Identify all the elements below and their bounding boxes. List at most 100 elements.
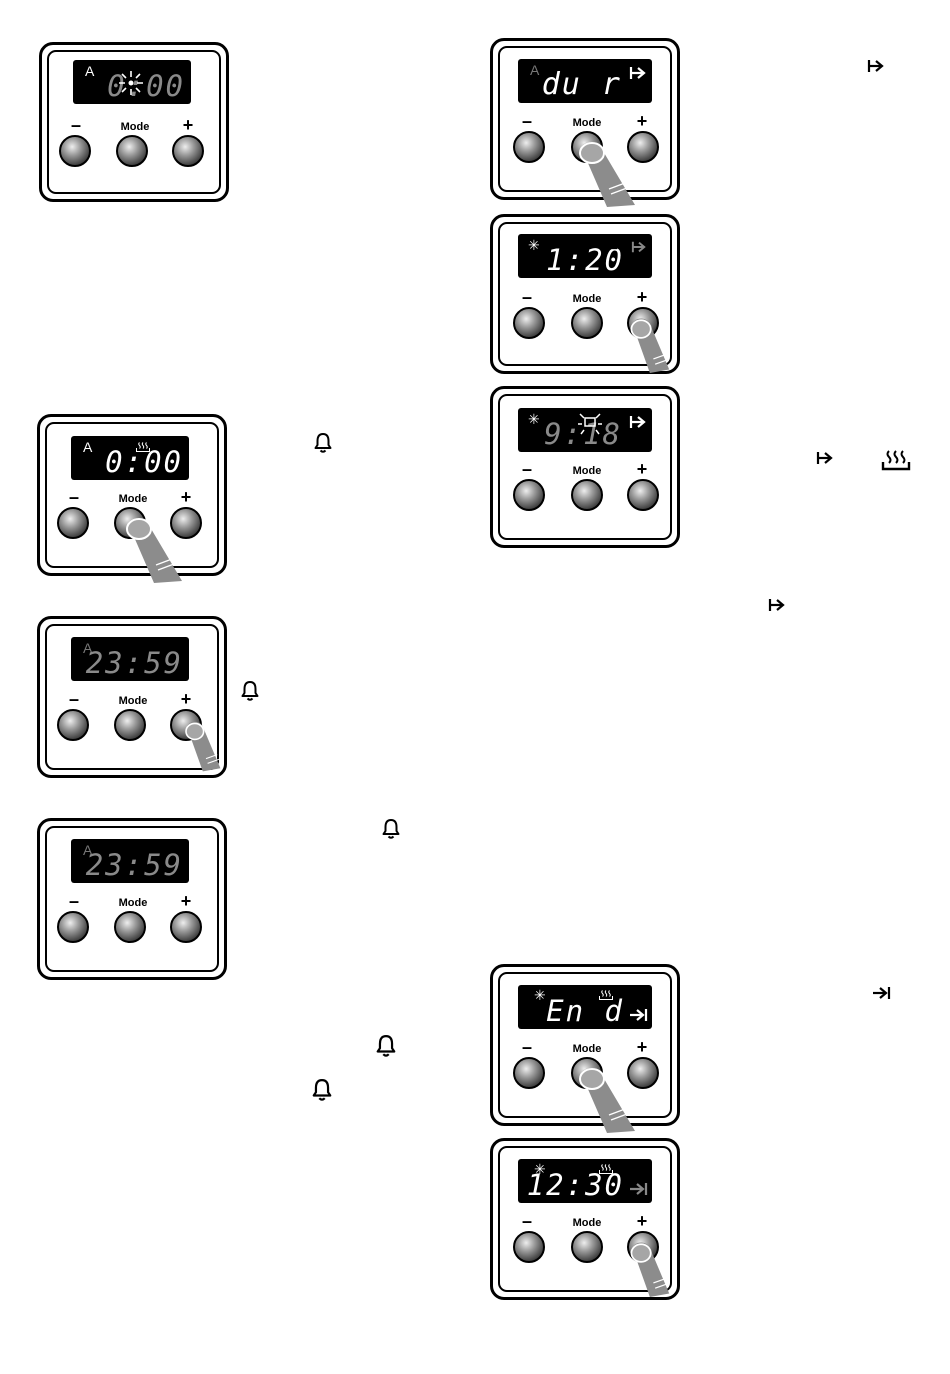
minus-button[interactable] [513, 1057, 545, 1089]
mode-button[interactable] [114, 709, 146, 741]
plus-label: + [629, 1037, 655, 1058]
plus-button[interactable] [627, 1231, 659, 1263]
heat-icon [135, 441, 151, 453]
mode-label: Mode [561, 1043, 613, 1055]
start-arrow-icon [630, 240, 648, 254]
minus-label: – [514, 287, 540, 308]
end-arrow-icon [628, 1007, 650, 1023]
heat-icon [598, 1163, 614, 1175]
timer-panel-7: A 23:59 – Mode + [37, 818, 227, 980]
bell-icon [311, 1077, 333, 1103]
mode-label: Mode [107, 493, 159, 505]
bell-icon [240, 680, 260, 702]
minus-button[interactable] [513, 307, 545, 339]
minus-label: – [514, 111, 540, 132]
bell-icon [381, 818, 401, 840]
timer-panel-4: A 0:00 – Mode + [37, 414, 227, 576]
bell-icon [313, 432, 333, 454]
lcd-text: En d [518, 997, 624, 1026]
minus-label: – [61, 891, 87, 912]
lcd-display: ✳ 12:30 [518, 1159, 652, 1203]
plus-button[interactable] [627, 479, 659, 511]
start-arrow-icon [767, 597, 787, 613]
end-arrow-icon [628, 1181, 650, 1197]
minus-button[interactable] [59, 135, 91, 167]
timer-panel-2: A du r – Mode + [490, 38, 680, 200]
mode-label: Mode [561, 293, 613, 305]
timer-panel-6: A 23:59 – Mode + [37, 616, 227, 778]
lcd-display: A 23:59 [71, 839, 189, 883]
minus-button[interactable] [513, 479, 545, 511]
lcd-display: A 23:59 [71, 637, 189, 681]
blink-star-icon [117, 69, 145, 97]
minus-label: – [61, 487, 87, 508]
mode-button[interactable] [571, 1231, 603, 1263]
minus-label: – [514, 1211, 540, 1232]
minus-label: – [63, 115, 89, 136]
end-arrow-icon [871, 985, 893, 1001]
minus-label: – [514, 459, 540, 480]
start-arrow-icon [628, 414, 648, 430]
mode-button[interactable] [571, 479, 603, 511]
heat-icon [592, 63, 608, 75]
lcd-time: 12:30 [518, 1171, 624, 1200]
minus-button[interactable] [513, 1231, 545, 1263]
timer-panel-9: ✳ 12:30 – Mode + [490, 1138, 680, 1300]
mode-label: Mode [107, 897, 159, 909]
plus-label: + [629, 1211, 655, 1232]
plus-button[interactable] [627, 131, 659, 163]
plus-button[interactable] [627, 307, 659, 339]
minus-button[interactable] [513, 131, 545, 163]
mode-button[interactable] [571, 131, 603, 163]
plus-button[interactable] [170, 709, 202, 741]
minus-label: – [514, 1037, 540, 1058]
minus-button[interactable] [57, 911, 89, 943]
mode-button[interactable] [571, 307, 603, 339]
mode-label: Mode [107, 695, 159, 707]
bell-icon [375, 1033, 397, 1059]
mode-label: Mode [561, 117, 613, 129]
plus-label: + [629, 111, 655, 132]
plus-button[interactable] [170, 507, 202, 539]
blink-heat-icon [576, 410, 604, 436]
start-arrow-icon [815, 450, 835, 466]
timer-panel-5: ✳ 9:18 – Mode + [490, 386, 680, 548]
plus-label: + [629, 459, 655, 480]
plus-label: + [173, 891, 199, 912]
lcd-display: A 0:00 [71, 436, 189, 480]
lcd-time: 23:59 [71, 649, 183, 678]
heat-icon [602, 238, 618, 250]
mode-label: Mode [561, 465, 613, 477]
mode-label: Mode [561, 1217, 613, 1229]
plus-button[interactable] [172, 135, 204, 167]
plus-label: + [629, 287, 655, 308]
lcd-time: 1:20 [518, 246, 624, 275]
heat-icon [880, 448, 912, 472]
start-arrow-icon [628, 65, 648, 81]
timer-panel-8: ✳ En d – Mode + [490, 964, 680, 1126]
start-arrow-icon [866, 58, 886, 74]
plus-label: + [173, 689, 199, 710]
mode-button[interactable] [571, 1057, 603, 1089]
lcd-time: 23:59 [71, 851, 183, 880]
lcd-display: ✳ 9:18 [518, 408, 652, 452]
timer-panel-3: ✳ 1:20 – Mode + [490, 214, 680, 374]
mode-button[interactable] [114, 507, 146, 539]
lcd-display: A du r [518, 59, 652, 103]
mode-button[interactable] [114, 911, 146, 943]
minus-button[interactable] [57, 709, 89, 741]
plus-button[interactable] [627, 1057, 659, 1089]
minus-label: – [61, 689, 87, 710]
plus-label: + [173, 487, 199, 508]
mode-button[interactable] [116, 135, 148, 167]
lcd-display: A 0:00 [73, 60, 191, 104]
lcd-display: ✳ 1:20 [518, 234, 652, 278]
lcd-time: 0:00 [71, 448, 183, 477]
lcd-time: 9:18 [518, 420, 622, 449]
plus-button[interactable] [170, 911, 202, 943]
minus-button[interactable] [57, 507, 89, 539]
plus-label: + [175, 115, 201, 136]
lcd-display: ✳ En d [518, 985, 652, 1029]
timer-panel-1: A 0:00 – Mode + [39, 42, 229, 202]
heat-icon [598, 989, 614, 1001]
